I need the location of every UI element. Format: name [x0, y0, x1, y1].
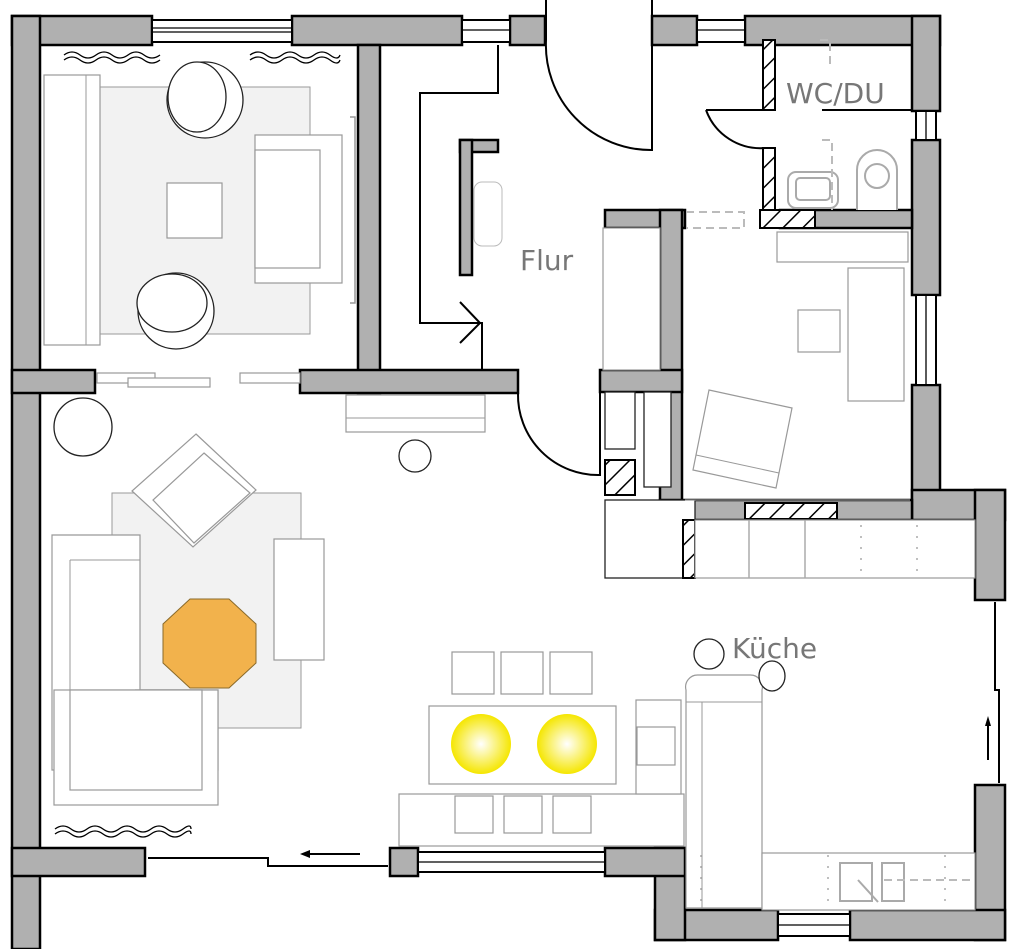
exterior-walls	[10, 14, 1007, 949]
dining-furniture	[398, 651, 685, 847]
door-swing-icon[interactable]	[516, 392, 601, 477]
room-label-wc: WC/DU	[786, 77, 885, 110]
interior-walls	[10, 39, 914, 579]
kitchen-furniture	[685, 519, 991, 911]
window-icon	[461, 19, 511, 43]
pendant-lamp	[537, 714, 597, 774]
coffee-table-octagon	[162, 598, 257, 689]
wc-fixtures	[686, 39, 898, 229]
stair-arrow-icon	[459, 301, 482, 344]
window-icon	[696, 19, 746, 43]
window-icon	[151, 19, 293, 43]
curtain-icon	[54, 51, 341, 838]
lounge-furniture	[43, 51, 356, 838]
living-furniture	[51, 394, 486, 858]
door-swing-icon[interactable]	[705, 109, 775, 150]
study-furniture	[602, 227, 910, 501]
door-swing-icon[interactable]	[544, 0, 653, 152]
windows	[148, 19, 1000, 937]
room-label-flur: Flur	[520, 244, 574, 277]
stairs	[419, 45, 503, 370]
pendant-lamp	[451, 714, 511, 774]
doors[interactable]	[516, 0, 912, 477]
room-label-kitchen: Küche	[732, 632, 817, 665]
